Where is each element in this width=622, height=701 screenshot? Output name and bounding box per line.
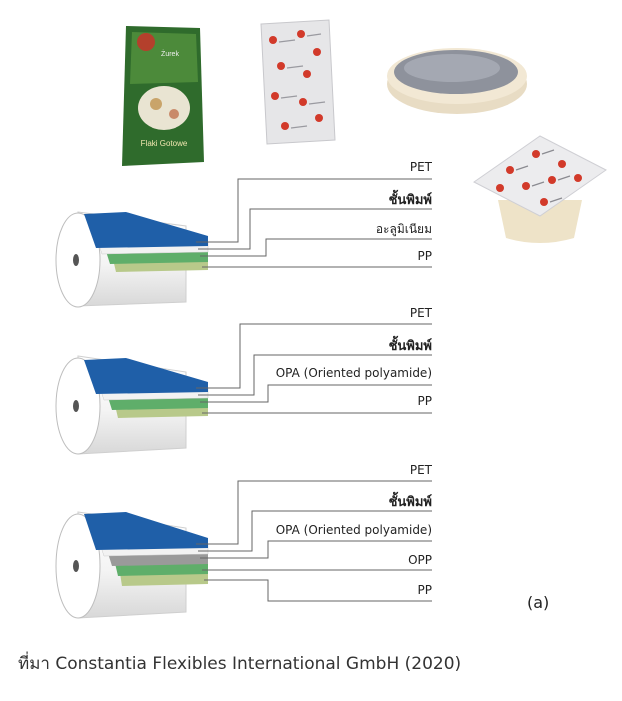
roll-2-label-pp: PP [417,394,432,408]
roll-2-label-opa: OPA (Oriented polyamide) [275,366,432,380]
roll-3-label-opp: OPP [408,553,432,567]
roll-3-label-pp: PP [417,583,432,597]
roll-1-label-pp: PP [417,249,432,263]
pouch-product-text: Flaki Gotowe [141,139,188,148]
source-caption: ที่มา Constantia Flexibles International… [18,654,462,674]
roll-3 [55,480,432,619]
roll-2-pet [84,358,208,394]
tray-photo [387,48,527,114]
roll-1 [55,178,432,308]
roll-1-pet [84,212,208,248]
roll-1-label-pet: PET [409,160,432,174]
cup-photo [473,135,607,243]
roll-2-label-print: ชั้นพิมพ์ [388,339,432,354]
roll-3-label-opa: OPA (Oriented polyamide) [275,523,432,537]
roll-2 [55,323,432,455]
roll-1-label-aluminium: อะลูมิเนียม [375,222,432,236]
roll-2-label-pet: PET [409,306,432,320]
panel-label: (a) [527,593,550,612]
pouch-brand-text: Żurek [161,49,179,58]
roll-3-pet [84,512,208,550]
pouch-photo: Żurek Flaki Gotowe [122,26,204,166]
retort-pouch-photo [260,19,336,145]
roll-3-label-print: ชั้นพิมพ์ [388,495,432,510]
roll-1-label-print: ชั้นพิมพ์ [388,193,432,208]
roll-3-label-pet: PET [409,463,432,477]
